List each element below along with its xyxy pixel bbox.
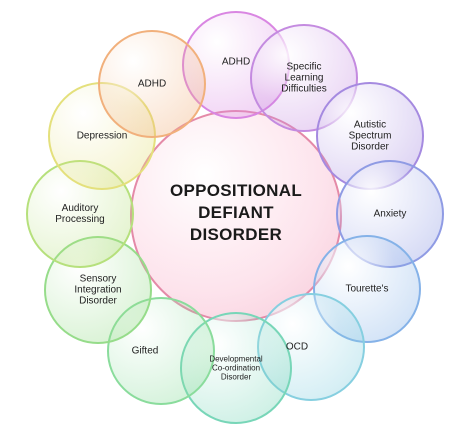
label-tourettes: Tourette's — [345, 283, 389, 295]
circle-adhd-left — [98, 30, 206, 138]
label-adhd-top: ADHD — [221, 56, 251, 68]
label-specific-learning-difficulties: Specific Learning Difficulties — [281, 61, 327, 95]
label-anxiety: Anxiety — [373, 208, 407, 220]
center-title: OPPOSITIONAL DEFIANT DISORDER — [169, 181, 303, 244]
label-adhd-left: ADHD — [137, 78, 167, 90]
label-sensory-integration-disorder: Sensory Integration Disorder — [74, 273, 122, 307]
label-auditory-processing: Auditory Processing — [55, 203, 105, 225]
label-gifted: Gifted — [131, 345, 159, 357]
center-circle — [130, 110, 342, 322]
label-autistic-spectrum-disorder: Autistic Spectrum Disorder — [348, 119, 392, 153]
label-ocd: OCD — [285, 341, 309, 353]
label-depression: Depression — [76, 130, 128, 142]
label-developmental-coordination-disorder: Developmental Co-ordination Disorder — [209, 354, 263, 382]
